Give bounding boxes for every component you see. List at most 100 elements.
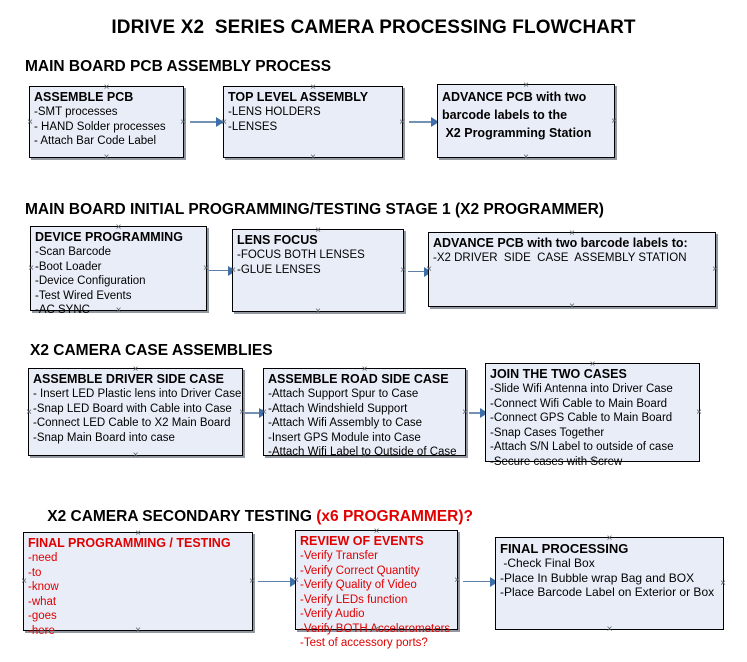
node-line: -SMT processes <box>34 106 118 118</box>
node-title: ASSEMBLE PCB <box>34 90 134 104</box>
node-review-of-events[interactable]: REVIEW OF EVENTS -Verify Transfer -Verif… <box>293 526 460 649</box>
node-line: -Secure cases with Screw <box>490 455 623 468</box>
node-line: -Scan Barcode <box>35 246 112 258</box>
node-line: - Attach Bar Code Label <box>34 135 157 147</box>
node-line: -Check Final Box <box>500 556 595 570</box>
node-line: -LENS HOLDERS <box>228 106 321 118</box>
section-heading-1: MAIN BOARD PCB ASSEMBLY PROCESS <box>25 58 332 75</box>
resize-handle-bottom[interactable]: × <box>606 623 613 635</box>
node-title: JOIN THE TWO CASES <box>490 367 627 381</box>
resize-handle-bottom[interactable]: × <box>310 151 316 163</box>
node-device-programming[interactable]: DEVICE PROGRAMMING -Scan Barcode -Boot L… <box>28 222 209 316</box>
section-heading-4-text: X2 CAMERA SECONDARY TESTING <box>47 508 317 525</box>
node-line: -what <box>28 595 57 608</box>
node-line: -AC SYNC <box>35 304 90 316</box>
resize-handle-bottom[interactable]: × <box>523 151 529 163</box>
resize-handle-right[interactable]: × <box>720 578 726 589</box>
node-line: -Snap Cases Together <box>490 426 605 439</box>
node-line: -Attach Wifi Assembly to Case <box>268 417 423 429</box>
node-line: - Insert LED Plastic lens into Driver Ca… <box>33 388 242 400</box>
section-heading-3: X2 CAMERA CASE ASSEMBLIES <box>30 342 273 359</box>
node-line: -GLUE LENSES <box>237 263 321 276</box>
node-line: -here <box>28 624 55 637</box>
resize-handle-right[interactable]: × <box>249 576 255 587</box>
connector-arrow <box>245 408 267 418</box>
resize-handle-bottom[interactable]: × <box>103 151 110 163</box>
resize-handle-right[interactable]: × <box>454 574 460 586</box>
node-line: -Verify Correct Quantity <box>300 564 420 577</box>
resize-handle-bottom[interactable]: × <box>569 300 575 312</box>
resize-handle-bottom[interactable]: × <box>315 305 321 317</box>
node-title: ADVANCE PCB with two barcode labels to: <box>433 236 688 250</box>
node-title: ASSEMBLE ROAD SIDE CASE <box>268 372 449 386</box>
node-advance-pcb-programming-station[interactable]: ADVANCE PCB with two barcode labels to t… <box>437 80 617 162</box>
node-line: -Verify Quality of Video <box>300 579 417 591</box>
node-title: FINAL PROGRAMMING / TESTING <box>28 536 231 550</box>
resize-handle-right[interactable]: × <box>611 115 617 127</box>
node-line: -Slide Wifi Antenna into Driver Case <box>490 383 673 395</box>
node-title: LENS FOCUS <box>237 233 318 247</box>
node-advance-pcb-driver-side[interactable]: ADVANCE PCB with two barcode labels to: … <box>426 228 718 311</box>
node-assemble-pcb[interactable]: ASSEMBLE PCB -SMT processes - HAND Solde… <box>27 82 186 162</box>
node-top-level-assembly[interactable]: TOP LEVEL ASSEMBLY -LENS HOLDERS -LENSES… <box>221 82 405 162</box>
resize-handle-right[interactable]: × <box>399 116 405 128</box>
page-title: IDRIVE X2 SERIES CAMERA PROCESSING FLOWC… <box>111 17 636 38</box>
node-line: -Verify BOTH Accelerometers <box>300 622 451 635</box>
node-assemble-road-side-case[interactable]: ASSEMBLE ROAD SIDE CASE -Attach Support … <box>261 364 468 460</box>
node-title: REVIEW OF EVENTS <box>300 534 424 548</box>
resize-handle-right[interactable]: × <box>696 407 702 418</box>
node-line: -goes <box>28 610 57 622</box>
connector-arrow <box>469 408 488 418</box>
section-heading-4: X2 CAMERA SECONDARY TESTING (x6 PROGRAMM… <box>30 490 473 544</box>
section-heading-2: MAIN BOARD INITIAL PROGRAMMING/TESTING S… <box>25 201 604 218</box>
node-assemble-driver-side-case[interactable]: ASSEMBLE DRIVER SIDE CASE - Insert LED P… <box>26 364 245 460</box>
node-line: -Verify Transfer <box>300 550 378 562</box>
section-heading-4-accent: (x6 PROGRAMMER)? <box>316 508 473 525</box>
node-line: -Snap LED Board with Cable into Case <box>33 402 232 415</box>
node-line: -Verify LEDs function <box>300 593 408 606</box>
node-line: -Verify Audio <box>300 608 365 620</box>
resize-handle-right[interactable]: × <box>712 264 718 275</box>
connector-arrow <box>258 577 298 587</box>
node-line: -Device Configuration <box>35 275 146 287</box>
node-line: -Attach Wifi Label to Outside of Case <box>268 446 457 458</box>
node-title-line-3: X2 Programming Station <box>442 126 592 140</box>
node-line: -FOCUS BOTH LENSES <box>237 249 365 261</box>
node-line: -Attach Windshield Support <box>268 402 408 415</box>
node-line: -Test Wired Events <box>35 289 132 302</box>
node-line: -to <box>28 566 42 579</box>
node-line: -know <box>28 581 59 593</box>
node-line: -Connect GPS Cable to Main Board <box>490 412 673 424</box>
connector-arrow <box>190 117 224 127</box>
node-title: FINAL PROCESSING <box>500 541 629 556</box>
node-line: - HAND Solder processes <box>34 120 166 133</box>
connector-arrow <box>463 577 498 587</box>
node-title: ASSEMBLE DRIVER SIDE CASE <box>33 372 225 386</box>
node-final-programming-testing[interactable]: FINAL PROGRAMMING / TESTING -need -to -k… <box>21 528 255 637</box>
node-line: -need <box>28 552 58 564</box>
resize-handle-right[interactable]: × <box>203 263 209 274</box>
node-line: -Place Barcode Label on Exterior or Box <box>500 585 715 599</box>
node-line: -Boot Loader <box>35 260 102 273</box>
node-title: DEVICE PROGRAMMING <box>35 230 183 244</box>
node-line: -Insert GPS Module into Case <box>268 431 421 444</box>
resize-handle-right[interactable]: × <box>180 116 186 128</box>
connector-arrow <box>409 117 439 127</box>
node-lens-focus[interactable]: LENS FOCUS -FOCUS BOTH LENSES -GLUE LENS… <box>230 225 406 316</box>
node-line: -LENSES <box>228 120 278 133</box>
node-join-the-two-cases[interactable]: JOIN THE TWO CASES -Slide Wifi Antenna i… <box>485 359 702 468</box>
connector-arrow <box>209 266 236 276</box>
node-line-overflow: -Test of accessory ports? <box>300 637 428 649</box>
node-line: -Connect LED Cable to X2 Main Board <box>33 417 231 429</box>
resize-handle-bottom[interactable]: × <box>132 449 139 461</box>
resize-handle-right[interactable]: × <box>400 265 406 276</box>
node-title-line-2: barcode labels to the <box>442 108 568 122</box>
node-title: TOP LEVEL ASSEMBLY <box>228 90 369 104</box>
node-final-processing[interactable]: FINAL PROCESSING -Check Final Box -Place… <box>495 533 726 634</box>
node-line: -Place In Bubble wrap Bag and BOX <box>500 570 695 585</box>
node-line: -Attach Support Spur to Case <box>268 388 419 400</box>
connector-arrow <box>408 267 432 277</box>
node-line: -Attach S/N Label to outside of case <box>490 441 674 453</box>
node-line: -Connect Wifi Cable to Main Board <box>490 397 668 410</box>
